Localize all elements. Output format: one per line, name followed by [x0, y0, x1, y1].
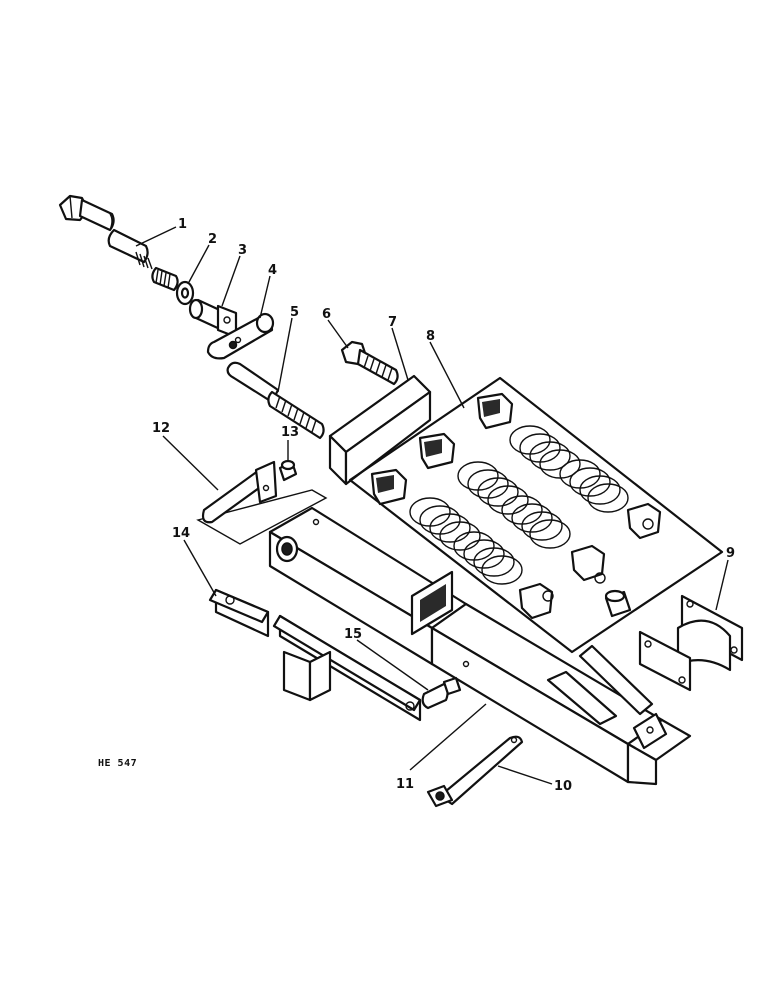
callout-4: 4: [268, 263, 277, 278]
part-14-link-arm: [208, 588, 422, 722]
callout-14: 14: [172, 526, 190, 541]
coil-spring: [409, 497, 523, 585]
callout-12: 12: [152, 421, 170, 436]
part-13-bushing: [278, 459, 298, 482]
callout-11: 11: [396, 777, 414, 792]
part-1-bolt: [58, 194, 179, 292]
part-2-washer: [175, 280, 195, 306]
reference-code: HE 547: [98, 758, 137, 769]
callout-10: 10: [554, 779, 572, 794]
spring-bracket: [370, 468, 408, 506]
callout-9: 9: [726, 546, 735, 561]
spring-cap: [518, 582, 554, 620]
part-7-channel-bracket: [328, 374, 432, 486]
coil-spring: [457, 461, 571, 549]
callout-3: 3: [238, 243, 247, 258]
part-9-spring-seat: [638, 594, 744, 692]
callout-2: 2: [208, 232, 217, 247]
part-15-spacer: [421, 676, 462, 710]
callout-13: 13: [281, 425, 299, 440]
callout-7: 7: [388, 315, 397, 330]
bushing: [604, 589, 632, 618]
part-8-spring-kit: [348, 376, 724, 654]
callout-15: 15: [344, 627, 362, 642]
spring-cap: [626, 502, 662, 540]
part-4-pin: [206, 312, 275, 360]
callout-5: 5: [290, 305, 299, 320]
spring-cap: [570, 544, 606, 584]
callout-labels: 1 2 3 4 5 6 7 8 9 10 11 12 13 14 15: [152, 217, 735, 794]
part-6-bolt: [340, 340, 399, 386]
callout-1: 1: [178, 217, 187, 232]
spring-bracket: [418, 432, 456, 470]
part-5-threaded-rod: [226, 361, 325, 440]
part-12-tab-pin: [196, 460, 328, 545]
leader-lines: [135, 226, 729, 785]
callout-8: 8: [426, 329, 435, 344]
spring-bracket: [476, 392, 514, 430]
part-10-clevis-pin: [426, 735, 524, 808]
coil-spring: [509, 425, 629, 513]
part-3-flanged-bushing: [188, 298, 238, 339]
part-11-frame-beam: [268, 506, 692, 786]
callout-6: 6: [322, 307, 331, 322]
